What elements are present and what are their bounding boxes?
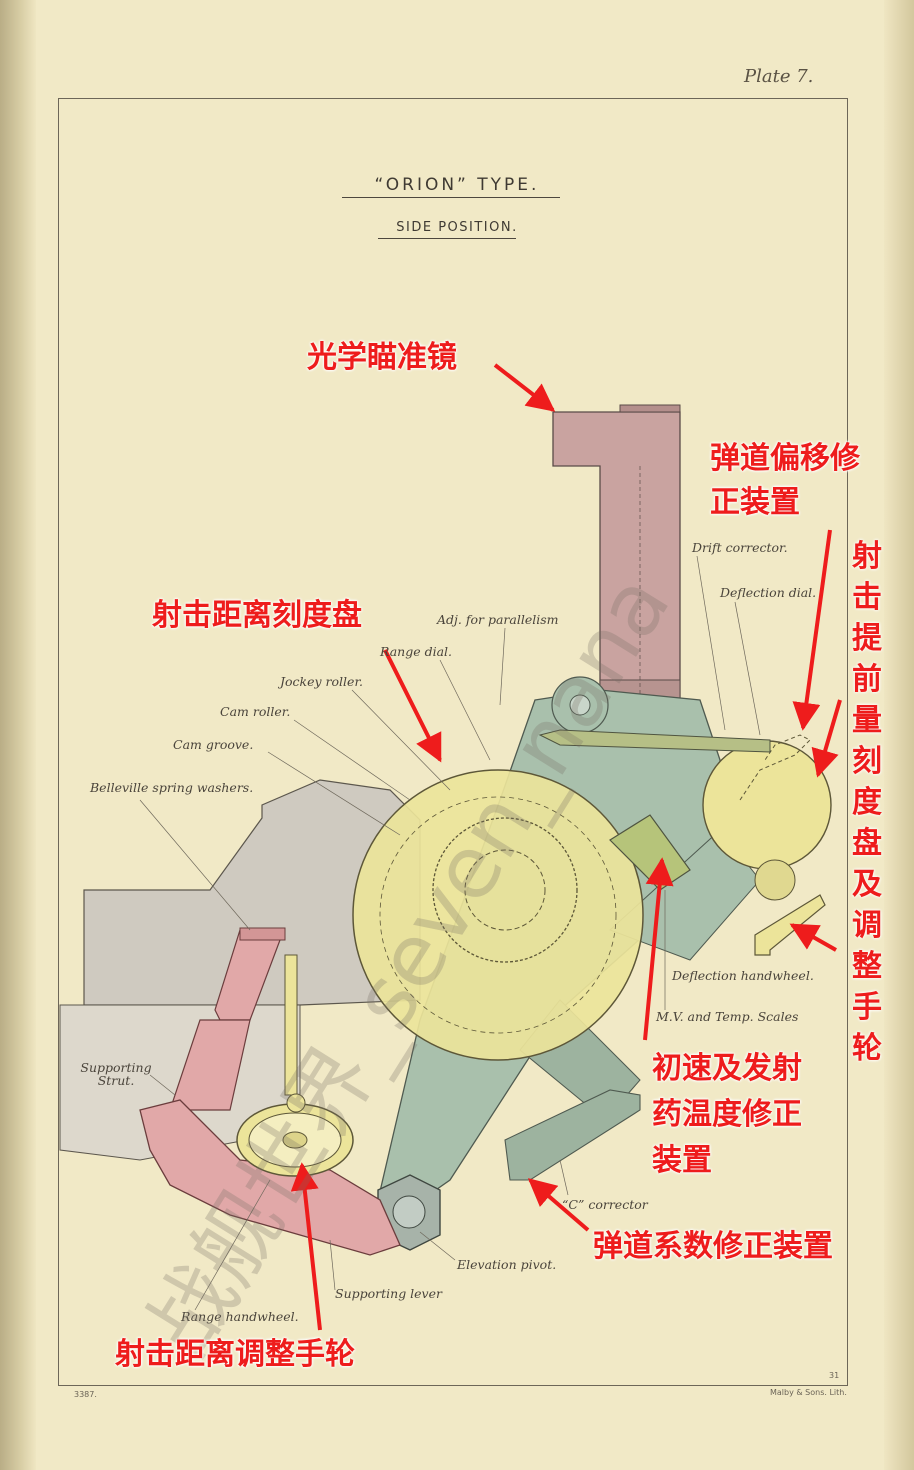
label-supporting-strut: Supporting Strut. xyxy=(80,1060,152,1088)
footer-plate-code: 3387. xyxy=(74,1390,97,1399)
label-deflection-dial: Deflection dial. xyxy=(720,585,817,600)
supporting-lever xyxy=(139,1099,401,1256)
subtitle-underline xyxy=(378,238,516,239)
label-jockey-roller: Jockey roller. xyxy=(280,674,364,689)
label-deflection-handwheel: Deflection handwheel. xyxy=(672,968,814,983)
deflection-handwheel xyxy=(754,894,826,956)
label-belleville: Belleville spring washers. xyxy=(90,780,254,795)
label-range-dial: Range dial. xyxy=(380,644,452,659)
range-handwheel xyxy=(236,954,354,1177)
label-supporting-lever: Supporting lever xyxy=(335,1286,442,1301)
annotation-optical-sight: 光学瞄准镜 xyxy=(307,340,457,375)
footer-number: 31 xyxy=(829,1371,840,1380)
deflection-dial-disc xyxy=(702,734,832,901)
annotation-lead-dial: 射击提前量刻度盘及调整手轮 xyxy=(852,539,882,1066)
label-elevation-pivot: Elevation pivot. xyxy=(457,1257,557,1272)
connecting-arm xyxy=(538,729,771,753)
annotation-drift-corrector: 弹道偏移修正装置 xyxy=(710,441,860,520)
diagram-subtitle: SIDE POSITION. xyxy=(396,220,518,235)
plate-number: Plate 7. xyxy=(744,66,814,87)
label-drift-corrector: Drift corrector. xyxy=(692,540,788,555)
title-underline xyxy=(342,197,560,198)
annotation-arrows xyxy=(290,363,842,1331)
page-edge xyxy=(884,0,914,1470)
supporting-strut xyxy=(169,927,286,1111)
range-dial-disc xyxy=(352,769,644,1061)
annotation-c-corrector: 弹道系数修正装置 xyxy=(593,1229,833,1264)
annotation-range-dial: 射击距离刻度盘 xyxy=(152,598,362,633)
leader-lines xyxy=(139,555,761,1311)
annotation-mv-temp: 初速及发射药温度修正装置 xyxy=(652,1051,802,1178)
label-cam-roller: Cam roller. xyxy=(220,704,291,719)
label-adj-parallelism: Adj. for parallelism xyxy=(437,612,559,627)
label-mv-temp: M.V. and Temp. Scales xyxy=(656,1009,799,1024)
label-c-corrector: “C” corrector xyxy=(562,1197,648,1212)
footer-lithographer: Malby & Sons. Lith. xyxy=(770,1388,847,1397)
annotation-range-handwheel: 射击距离调整手轮 xyxy=(115,1337,355,1372)
label-cam-groove: Cam groove. xyxy=(173,737,254,752)
plate-frame xyxy=(58,98,848,1386)
book-binding xyxy=(0,0,36,1470)
label-range-handwheel: Range handwheel. xyxy=(181,1309,299,1324)
diagram-title: “ORION” TYPE. xyxy=(374,175,540,195)
